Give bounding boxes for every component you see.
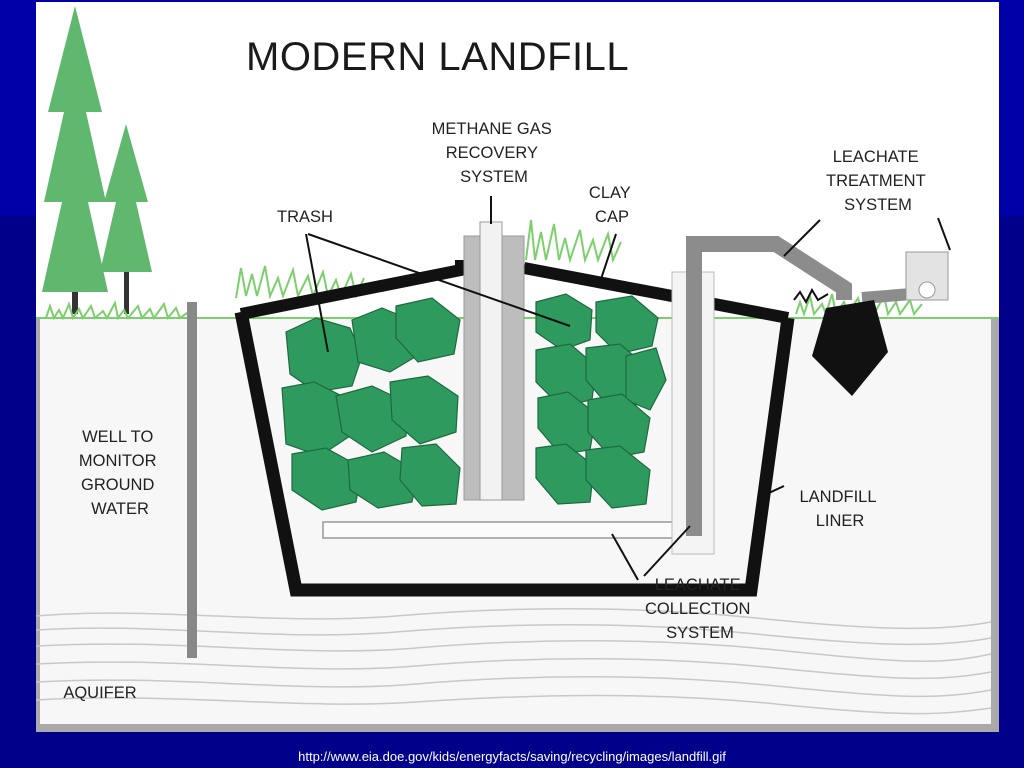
trees xyxy=(42,6,152,314)
leachate-treatment-unit xyxy=(905,251,949,301)
diagram-title: MODERN LANDFILL xyxy=(246,35,629,79)
label-landfill-liner: LANDFILL LINER xyxy=(799,488,880,530)
leader-lines xyxy=(305,196,951,581)
label-aquifer: AQUIFER xyxy=(63,684,136,702)
clay-cap xyxy=(239,260,790,324)
monitoring-well-pipe xyxy=(187,302,197,658)
source-url: http://www.eia.doe.gov/kids/energyfacts/… xyxy=(298,749,726,764)
leachate-storage-tank xyxy=(793,287,888,396)
leachate-collection-pipe xyxy=(322,521,704,539)
label-clay-cap: CLAY CAP xyxy=(589,184,635,226)
label-well-to-monitor-ground-water: WELL TO MONITOR GROUND WATER xyxy=(79,428,161,518)
label-leachate-treatment-system: LEACHATE TREATMENT SYSTEM xyxy=(826,148,930,214)
label-leachate-collection-system: LEACHATE COLLECTION SYSTEM xyxy=(645,576,755,642)
label-methane-gas-recovery-system: METHANE GAS RECOVERY SYSTEM xyxy=(432,120,557,186)
landfill-liner xyxy=(234,310,795,597)
aquifer-layers xyxy=(36,608,992,715)
leachate-pipe xyxy=(671,236,937,555)
methane-gas-recovery-column xyxy=(463,221,525,501)
landfill-diagram: MODERN LANDFILL METHANE GAS RECOVERY SYS… xyxy=(36,2,999,732)
trash-left xyxy=(281,297,461,511)
label-trash: TRASH xyxy=(277,208,333,226)
trash-right xyxy=(535,293,667,509)
